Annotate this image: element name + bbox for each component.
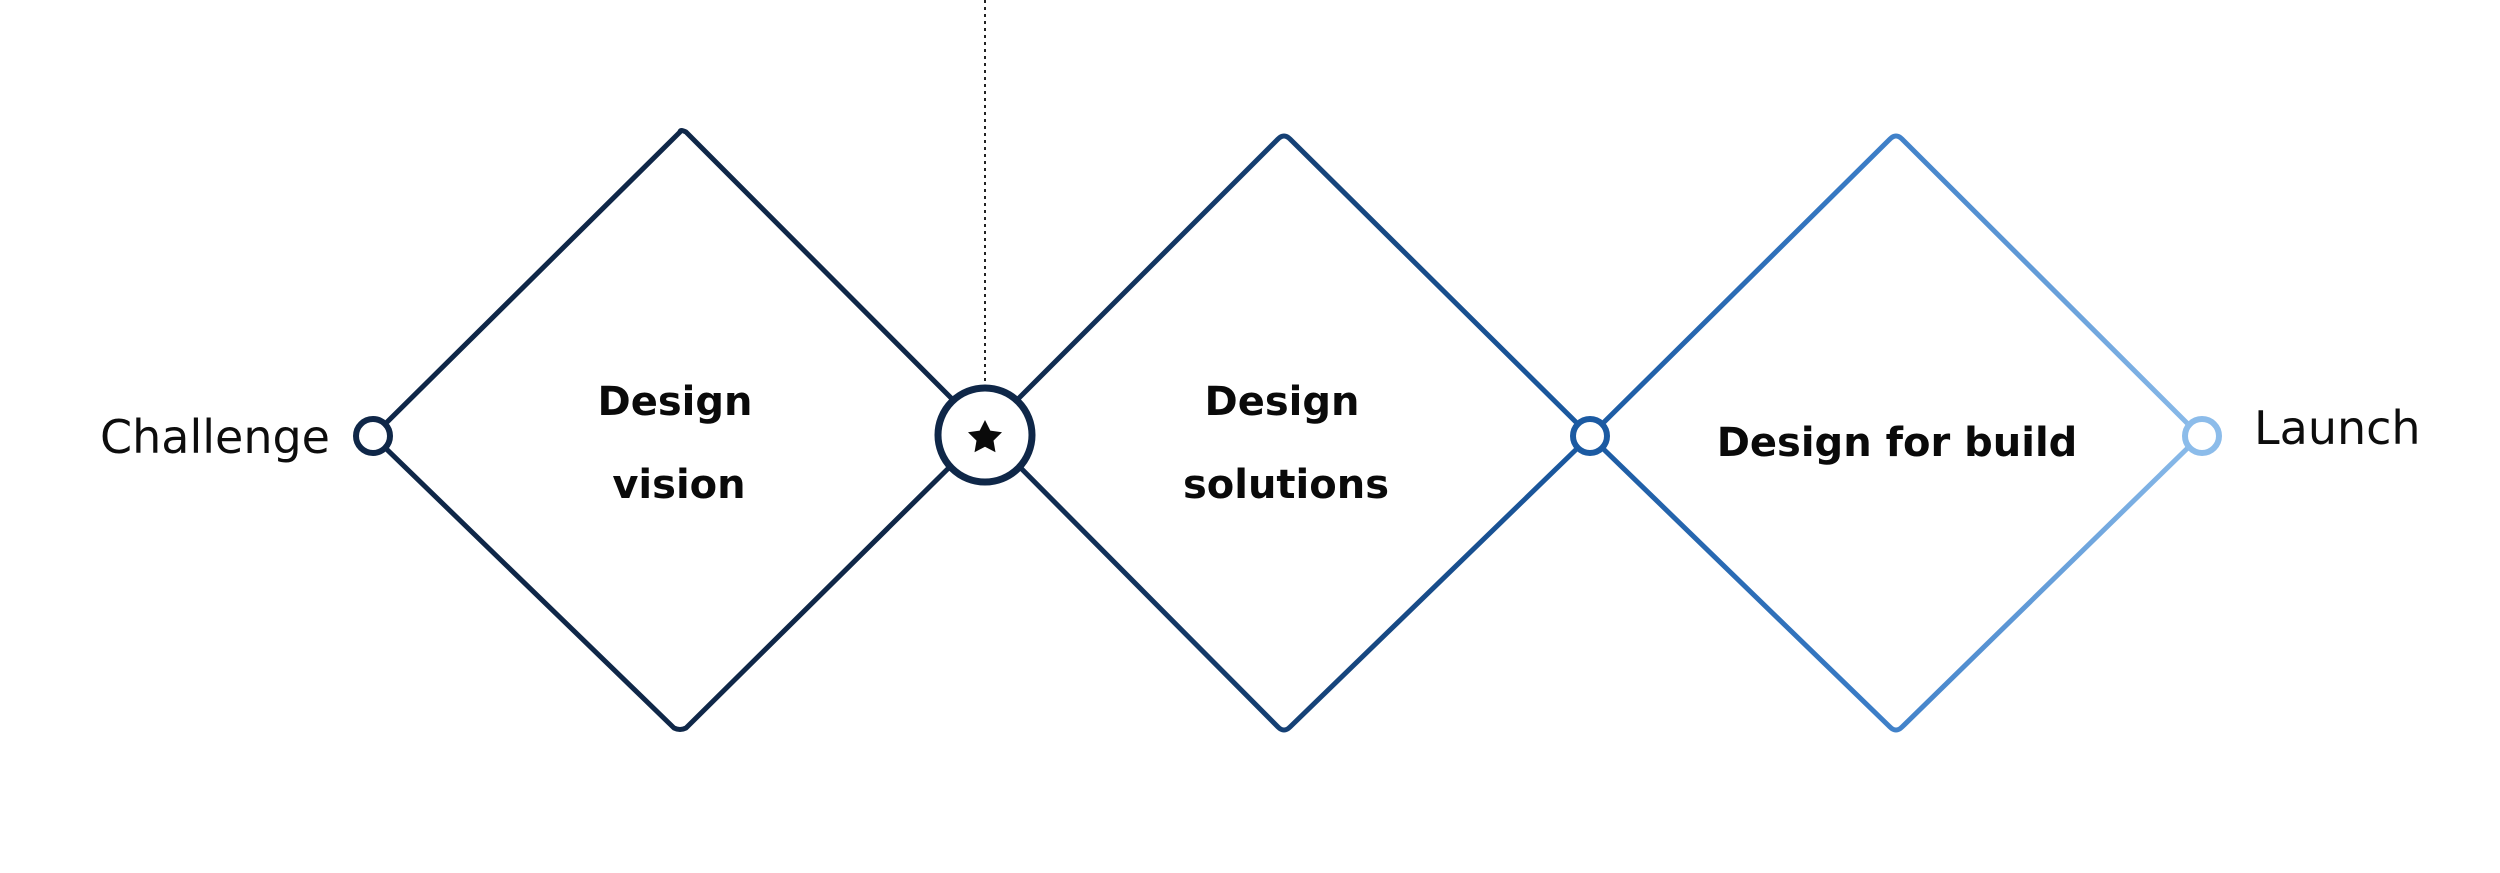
stage-label-line: vision [612, 462, 745, 508]
star-icon [968, 420, 1002, 453]
end-node [2182, 416, 2222, 456]
stage-label-line: Design [598, 379, 753, 425]
start-label: Challenge [100, 410, 330, 464]
transition-node [1570, 416, 1610, 456]
start-node [353, 416, 393, 456]
stage-diamond-design-solutions [982, 133, 1593, 733]
end-label: Launch [2254, 401, 2421, 455]
stage-label-line: Design for build [1717, 420, 2078, 466]
stage-label-line: Design [1205, 379, 1360, 425]
stage-diamond-design-vision [370, 128, 988, 732]
stage-label-line: solutions [1183, 462, 1389, 508]
